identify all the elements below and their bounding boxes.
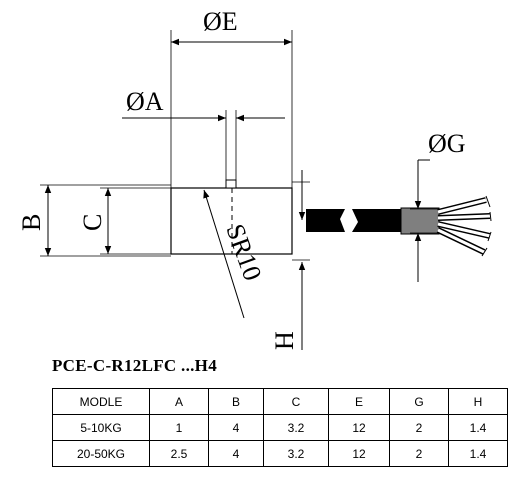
table-cell: 1.4: [448, 440, 508, 467]
load-button: [225, 179, 237, 189]
label-b: B: [17, 214, 46, 231]
spec-table: MODLE A B C E G H 5-10KG 1 4 3.2 12 2 1.…: [52, 388, 508, 467]
label-e: ØE: [203, 7, 238, 36]
technical-drawing: ØA ØE B C SR10 H ØG: [17, 7, 492, 350]
sr-leader: [203, 189, 245, 319]
table-cell: 12: [328, 414, 390, 441]
table-cell: 20-50KG: [52, 440, 150, 467]
label-c: C: [78, 214, 107, 231]
table-row: 20-50KG 2.5 4 3.2 12 2 1.4: [52, 440, 508, 467]
table-cell: 4: [208, 440, 264, 467]
table-cell: 4: [208, 414, 264, 441]
table-cell: 1.4: [448, 414, 508, 441]
table-cell: 3.2: [263, 440, 329, 467]
table-cell: 2: [389, 440, 449, 467]
table-row: 5-10KG 1 4 3.2 12 2 1.4: [52, 414, 508, 441]
table-cell: 12: [328, 440, 390, 467]
header-cell: MODLE: [52, 388, 150, 415]
cable-segment-2: [352, 209, 402, 232]
model-title: PCE-C-R12LFC ...H4: [52, 356, 217, 375]
cable-shield: [400, 207, 440, 235]
header-cell: B: [208, 388, 264, 415]
label-h: H: [270, 331, 299, 350]
table-header-row: MODLE A B C E G H: [52, 388, 508, 415]
header-cell: C: [263, 388, 329, 415]
table-cell: 2.5: [149, 440, 209, 467]
table-cell: 5-10KG: [52, 414, 150, 441]
table-cell: 1: [149, 414, 209, 441]
header-cell: G: [389, 388, 449, 415]
table-cell: 3.2: [263, 414, 329, 441]
label-a: ØA: [126, 87, 164, 116]
label-g: ØG: [428, 129, 466, 158]
header-cell: E: [328, 388, 390, 415]
header-cell: H: [448, 388, 508, 415]
table-cell: 2: [389, 414, 449, 441]
cable-segment-1: [306, 209, 345, 232]
header-cell: A: [149, 388, 209, 415]
